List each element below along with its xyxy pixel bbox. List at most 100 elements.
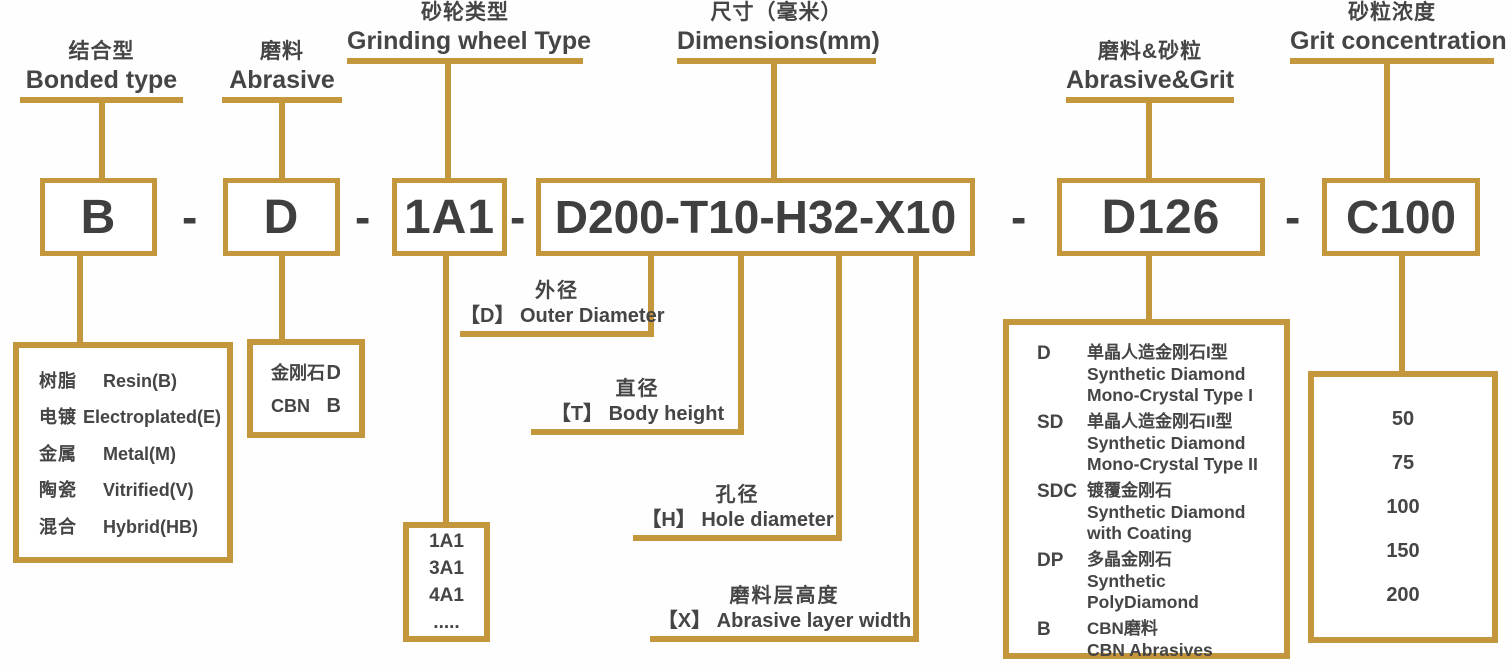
list-item: 电镀 Electroplated(E) bbox=[39, 403, 221, 429]
grit-option-en: Mono-Crystal Type II bbox=[1087, 454, 1258, 474]
abrasive-option-code: B bbox=[326, 395, 341, 417]
callout-body-height-zh: 直径 bbox=[615, 378, 660, 400]
connector-dimensions-top bbox=[771, 64, 777, 178]
separator-dash: - bbox=[1011, 191, 1027, 243]
grit-concentration-option: 200 bbox=[1386, 583, 1420, 606]
grit-option-en: Synthetic PolyDiamond bbox=[1087, 571, 1199, 612]
grit-concentration-options-box: 50 75 100 150 200 bbox=[1308, 371, 1498, 643]
grit-option-code: SDC bbox=[1037, 481, 1078, 502]
connector-grit-concentration-bottom bbox=[1399, 256, 1405, 371]
list-item: SD 单晶人造金刚石II型 Synthetic Diamond Mono-Cry… bbox=[1037, 411, 1278, 475]
list-item: CBN B bbox=[271, 395, 341, 418]
list-item: B CBN磨料 CBN Abrasives bbox=[1037, 618, 1278, 661]
bonded-option-zh: 金属 bbox=[39, 443, 77, 464]
separator-dash: - bbox=[1285, 191, 1301, 243]
abrasive-option-zh: 金刚石 bbox=[271, 363, 325, 383]
grit-option-en: Mono-Crystal Type I bbox=[1087, 385, 1253, 405]
label-wheel-type-en: Grinding wheel Type bbox=[347, 27, 592, 55]
callout-hole-diameter-zh: 孔径 bbox=[715, 484, 760, 506]
grit-concentration-option: 150 bbox=[1386, 539, 1420, 562]
code-box-grit-concentration: C100 bbox=[1322, 178, 1480, 256]
label-wheel-type: 砂轮类型 Grinding wheel Type bbox=[347, 0, 592, 64]
grit-option-code: SD bbox=[1037, 412, 1064, 433]
callout-outer-diameter-zh: 外径 bbox=[535, 280, 579, 302]
abrasive-options-box: 金刚石 D CBN B bbox=[247, 339, 365, 438]
label-grit-concentration-en: Grit concentration bbox=[1290, 27, 1507, 55]
bonded-option-zh: 陶瓷 bbox=[39, 480, 77, 500]
grit-option-zh: 单晶人造金刚石I型 bbox=[1087, 343, 1228, 362]
connector-body-height bbox=[738, 256, 744, 435]
callout-abrasive-layer-width-en: 【X】 Abrasive layer width bbox=[657, 610, 912, 632]
wheel-type-options-box: 1A1 3A1 4A1 ..... bbox=[403, 522, 490, 642]
connector-wheel-type-top bbox=[445, 64, 451, 178]
grit-option-en: CBN Abrasives bbox=[1087, 640, 1213, 660]
grit-option-zh: CBN磨料 bbox=[1087, 619, 1158, 638]
wheel-type-option: 1A1 bbox=[429, 531, 464, 552]
grit-option-en: Synthetic Diamond bbox=[1087, 502, 1246, 522]
separator-dash: - bbox=[182, 191, 198, 243]
connector-abrasive-grit-top bbox=[1146, 103, 1152, 178]
grit-option-code: D bbox=[1037, 343, 1051, 364]
callout-hole-diameter: 孔径 【H】 Hole diameter bbox=[633, 482, 842, 541]
bonded-option-zh: 电镀 bbox=[39, 407, 77, 427]
grit-option-code: DP bbox=[1037, 550, 1064, 571]
connector-abrasive-grit-bottom bbox=[1146, 256, 1152, 319]
code-box-wheel-type: 1A1 bbox=[392, 178, 507, 256]
abrasive-option-code: D bbox=[326, 362, 341, 384]
connector-abrasive-bottom bbox=[279, 256, 285, 339]
grit-concentration-option: 50 bbox=[1391, 407, 1415, 430]
grit-option-zh: 单晶人造金刚石II型 bbox=[1087, 412, 1233, 431]
label-abrasive: 磨料 Abrasive bbox=[222, 38, 342, 103]
label-dimensions-en: Dimensions(mm) bbox=[677, 27, 880, 55]
grit-option-en: Synthetic Diamond bbox=[1087, 433, 1246, 453]
label-bonded-type-zh: 结合型 bbox=[68, 40, 135, 63]
callout-body-height: 直径 【T】 Body height bbox=[531, 376, 744, 435]
label-dimensions: 尺寸（毫米） Dimensions(mm) bbox=[677, 0, 880, 64]
grit-concentration-option: 75 bbox=[1391, 451, 1415, 474]
wheel-type-option: 4A1 bbox=[429, 585, 464, 606]
list-item: D 单晶人造金刚石I型 Synthetic Diamond Mono-Cryst… bbox=[1037, 342, 1278, 406]
callout-outer-diameter-en: 【D】 Outer Diameter bbox=[460, 305, 665, 327]
label-dimensions-zh: 尺寸（毫米） bbox=[710, 1, 843, 24]
list-item: 混合 Hybrid(HB) bbox=[39, 513, 221, 539]
code-box-abrasive: D bbox=[223, 178, 340, 256]
list-item: 树脂 Resin(B) bbox=[39, 367, 221, 393]
grit-option-en: Synthetic Diamond bbox=[1087, 364, 1246, 384]
wheel-type-option: 3A1 bbox=[429, 558, 464, 579]
callout-hole-diameter-en: 【H】 Hole diameter bbox=[641, 509, 834, 531]
label-grit-concentration-zh: 砂粒浓度 bbox=[1348, 1, 1436, 24]
callout-outer-diameter: 外径 【D】 Outer Diameter bbox=[460, 278, 665, 337]
connector-grit-concentration-top bbox=[1384, 64, 1390, 178]
grit-option-en: with Coating bbox=[1087, 523, 1192, 543]
code-box-dimensions: D200-T10-H32-X10 bbox=[536, 178, 975, 256]
code-box-bonded: B bbox=[40, 178, 157, 256]
separator-dash: - bbox=[355, 191, 371, 243]
label-abrasive-grit-zh: 磨料&砂粒 bbox=[1097, 40, 1203, 63]
list-item: SDC 镀覆金刚石 Synthetic Diamond with Coating bbox=[1037, 480, 1278, 544]
code-box-abrasive-grit: D126 bbox=[1057, 178, 1265, 256]
list-item: 陶瓷 Vitrified(V) bbox=[39, 476, 221, 502]
connector-abrasive-layer-width bbox=[913, 256, 919, 642]
label-abrasive-zh: 磨料 bbox=[260, 40, 304, 63]
connector-wheel-type-bottom bbox=[443, 256, 449, 522]
abrasive-option-zh: CBN bbox=[271, 396, 310, 416]
abrasive-grit-options-box: D 单晶人造金刚石I型 Synthetic Diamond Mono-Cryst… bbox=[1003, 319, 1290, 661]
label-bonded-type: 结合型 Bonded type bbox=[20, 38, 183, 103]
list-item: 金属 Metal(M) bbox=[39, 440, 221, 466]
bonded-option-en: Vitrified(V) bbox=[103, 480, 194, 500]
grit-option-zh: 多晶金刚石 bbox=[1087, 550, 1172, 569]
grit-concentration-option: 100 bbox=[1386, 495, 1420, 518]
callout-abrasive-layer-width: 磨料层高度 【X】 Abrasive layer width bbox=[650, 583, 919, 642]
connector-hole-diameter bbox=[836, 256, 842, 541]
bonded-option-en: Resin(B) bbox=[103, 370, 178, 391]
connector-outer-diameter bbox=[648, 256, 654, 337]
bonded-option-en: Metal(M) bbox=[103, 443, 176, 464]
connector-bonded-top bbox=[99, 103, 105, 178]
label-abrasive-grit: 磨料&砂粒 Abrasive&Grit bbox=[1066, 38, 1234, 103]
bonded-option-en: Hybrid(HB) bbox=[103, 516, 198, 537]
label-wheel-type-zh: 砂轮类型 bbox=[421, 1, 509, 24]
connector-abrasive-top bbox=[279, 103, 285, 178]
grit-option-zh: 镀覆金刚石 bbox=[1087, 481, 1172, 500]
label-grit-concentration: 砂粒浓度 Grit concentration bbox=[1290, 0, 1507, 64]
